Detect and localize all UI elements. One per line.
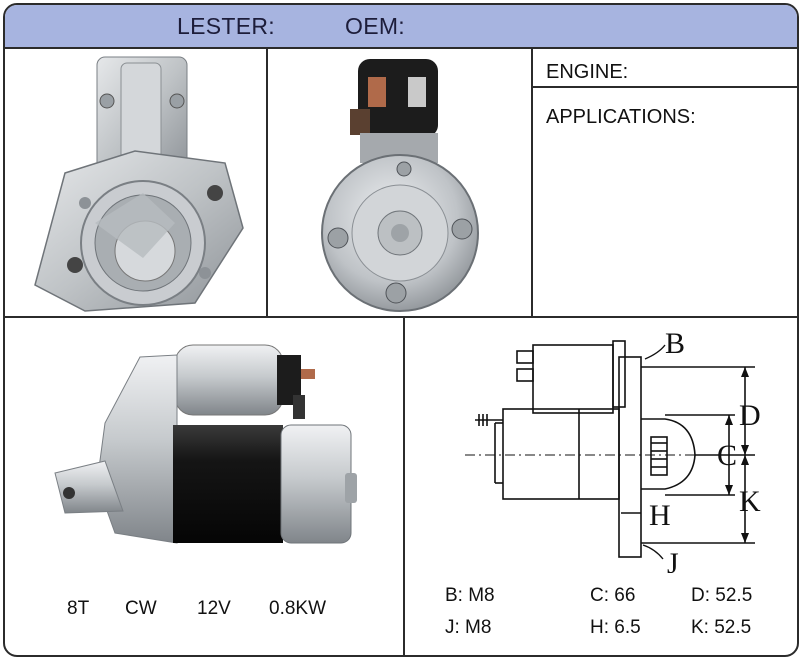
lester-label: LESTER:	[177, 13, 275, 39]
dim-d: D: 52.5	[691, 585, 753, 606]
header-bar: LESTER: OEM:	[5, 5, 797, 49]
drawing-label-d: D	[739, 399, 761, 432]
spec-rotation: CW	[125, 598, 157, 619]
dim-k: K: 52.5	[691, 617, 752, 638]
drawing-label-h: H	[649, 499, 671, 532]
spec-sheet: LESTER: OEM:	[3, 3, 799, 657]
starter-rear-photo	[321, 59, 479, 312]
divider-horizontal-main	[5, 316, 797, 318]
divider-vertical-top-2	[531, 47, 533, 317]
spec-power: 0.8KW	[269, 598, 327, 619]
applications-label: APPLICATIONS:	[546, 106, 696, 128]
drawing-label-b: B	[665, 327, 685, 360]
dim-c: C: 66	[590, 585, 636, 606]
dim-b: B: M8	[445, 585, 495, 606]
dimension-drawing: B D C K H J	[465, 327, 761, 573]
divider-engine	[532, 86, 797, 88]
drawing-label-c: C	[717, 439, 737, 472]
spec-teeth: 8T	[67, 598, 90, 619]
divider-vertical-top-1	[266, 47, 268, 317]
spec-voltage: 12V	[197, 598, 231, 619]
starter-front-photo	[34, 56, 244, 312]
drawing-label-j: J	[667, 547, 679, 573]
dim-j: J: M8	[445, 617, 492, 638]
starter-side-photo	[54, 344, 357, 544]
divider-vertical-bottom	[403, 317, 405, 655]
drawing-label-k: K	[739, 485, 761, 518]
dim-h: H: 6.5	[590, 617, 641, 638]
engine-label: ENGINE:	[546, 61, 629, 83]
oem-label: OEM:	[345, 13, 405, 39]
